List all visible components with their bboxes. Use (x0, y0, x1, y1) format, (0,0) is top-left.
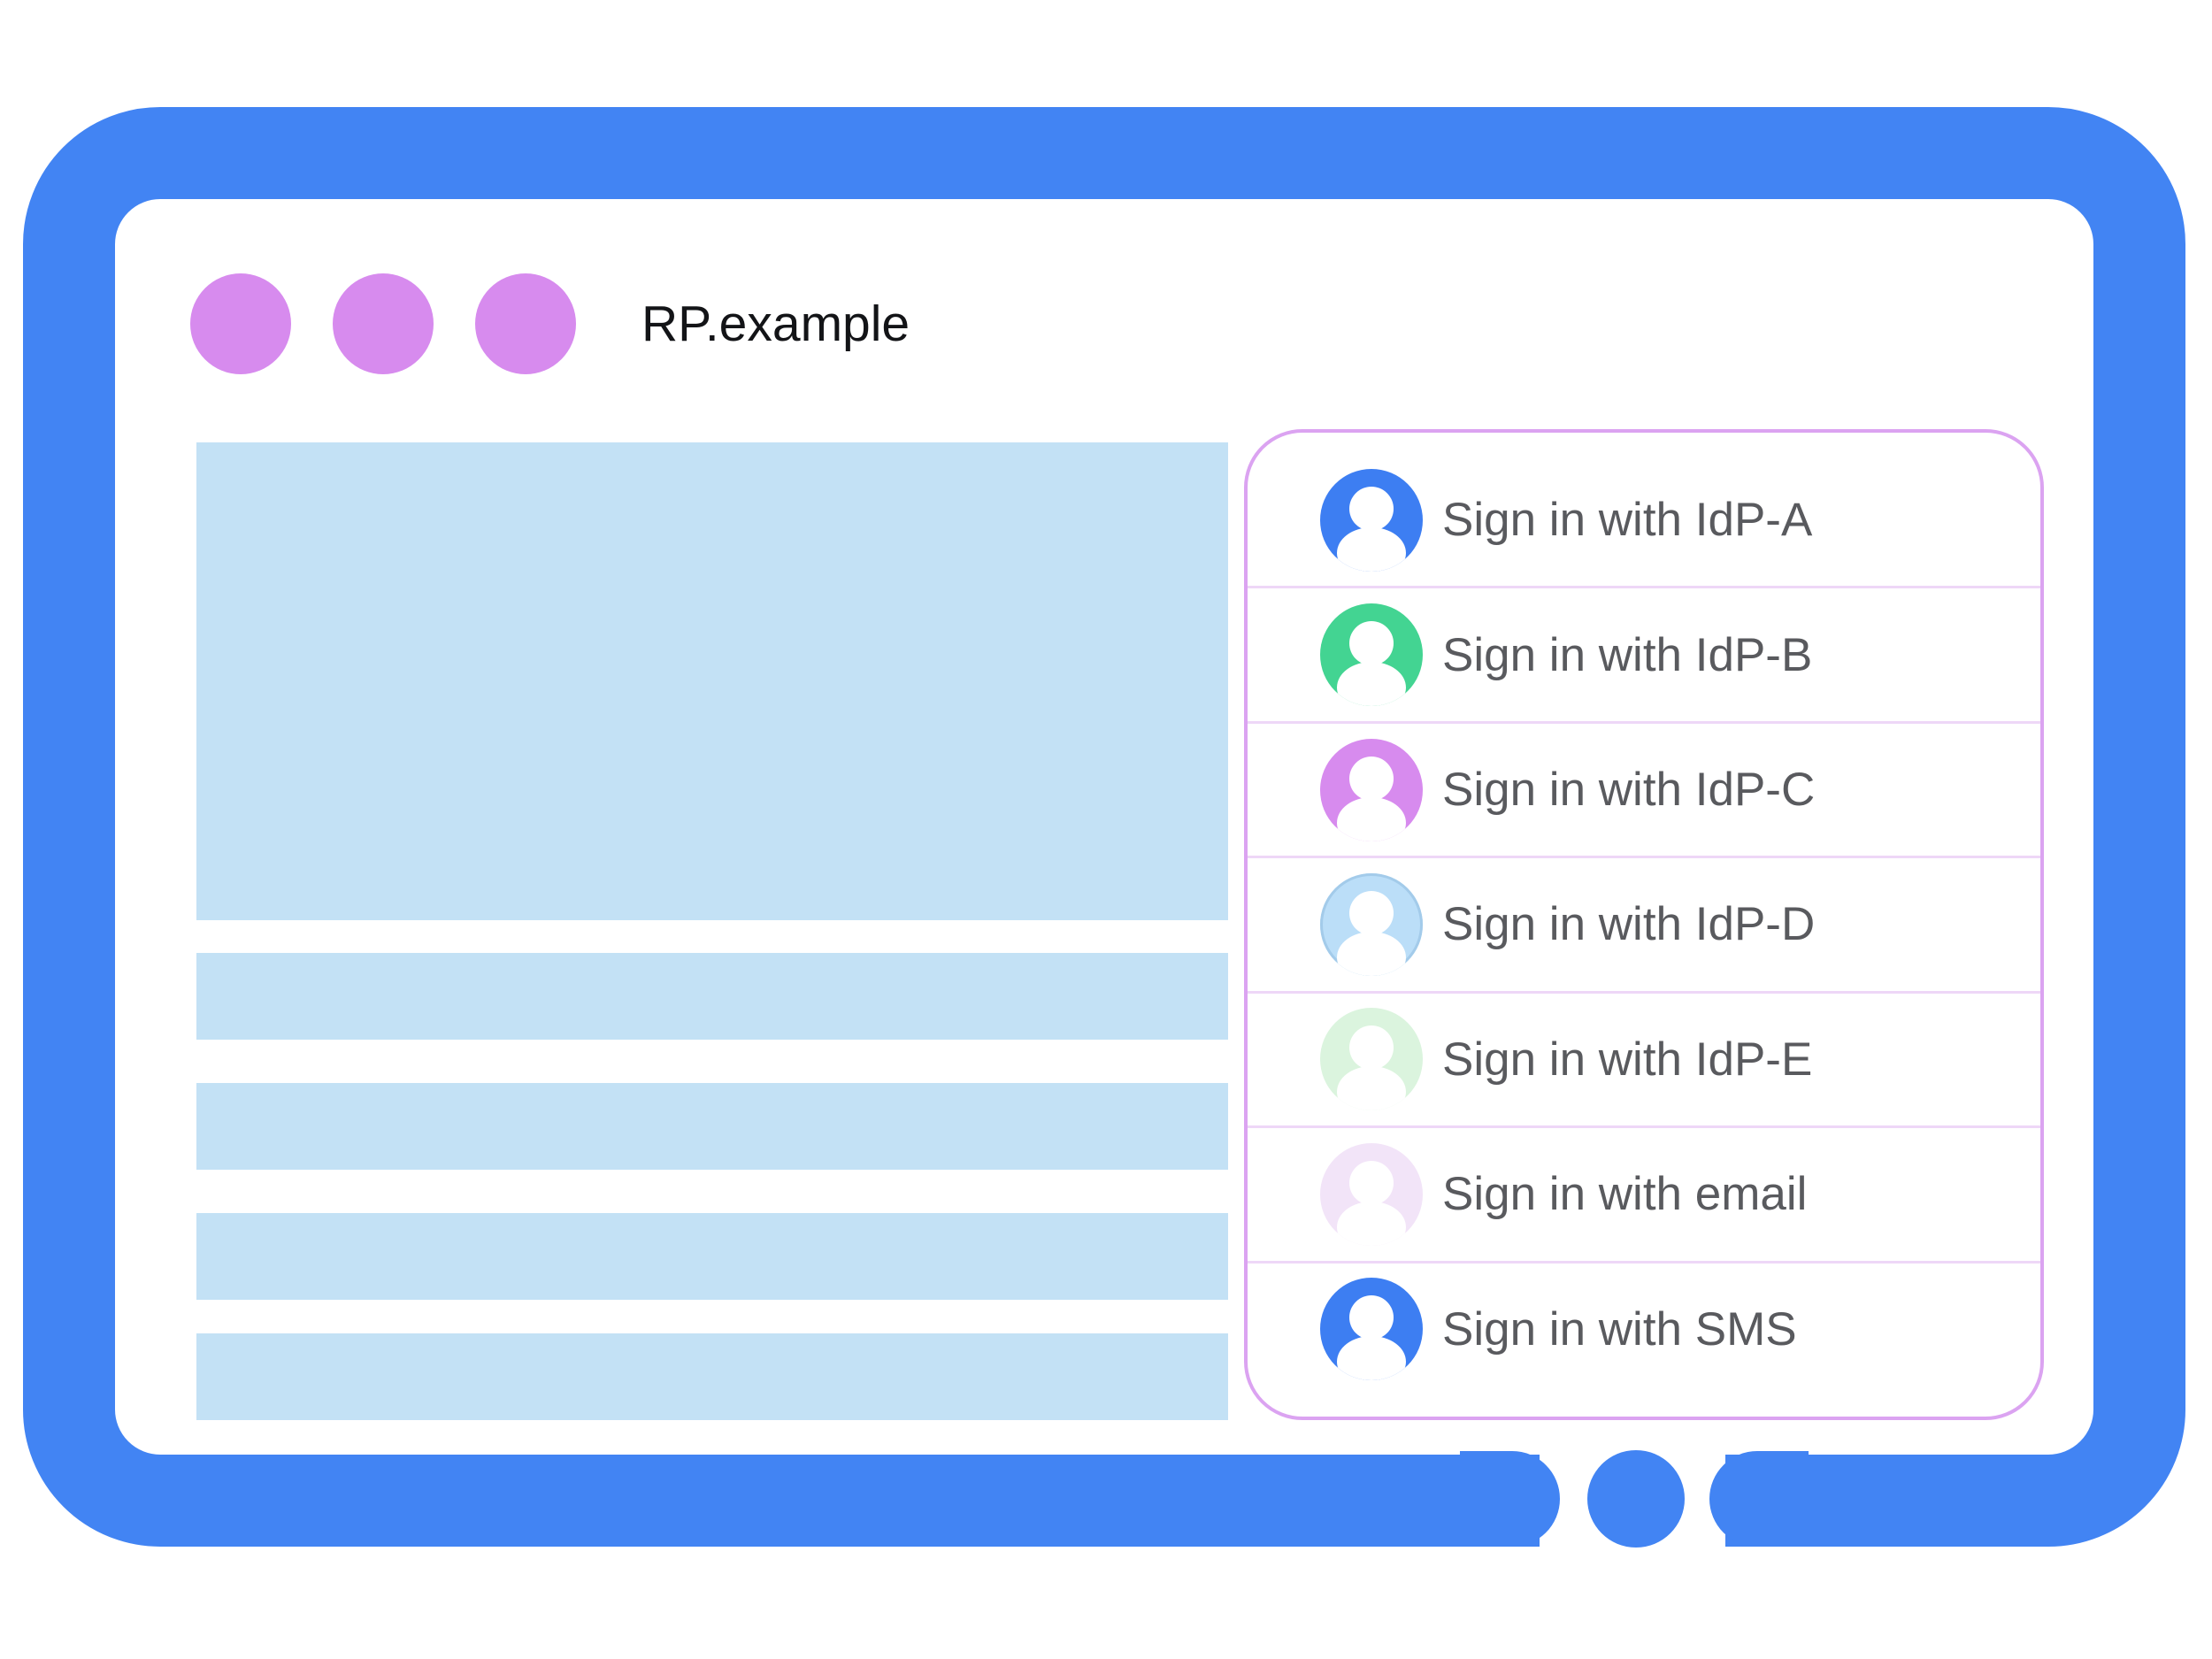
device-home-button-icon (1587, 1450, 1685, 1548)
sign-in-option[interactable]: Sign in with IdP-A (1248, 454, 2040, 586)
sign-in-option-label: Sign in with IdP-D (1442, 898, 1816, 951)
browser-frame (23, 107, 2185, 1547)
sign-in-option-label: Sign in with IdP-E (1442, 1033, 1813, 1086)
frame-bottom-bar-left (1460, 1451, 1560, 1547)
window-titlebar: RP.example (190, 273, 910, 374)
sign-in-option-label: Sign in with IdP-C (1442, 764, 1816, 817)
sign-in-option-label: Sign in with SMS (1442, 1302, 1797, 1356)
sign-in-option[interactable]: Sign in with email (1248, 1125, 2040, 1260)
person-avatar-icon (1320, 603, 1423, 707)
person-avatar-icon (1320, 1278, 1423, 1381)
person-avatar-icon (1320, 738, 1423, 841)
sign-in-option-label: Sign in with IdP-A (1442, 494, 1813, 547)
sign-in-option-label: Sign in with IdP-B (1442, 628, 1813, 681)
content-placeholder-line (196, 1333, 1228, 1420)
sign-in-option[interactable]: Sign in with IdP-E (1248, 990, 2040, 1125)
sign-in-option-label: Sign in with email (1442, 1168, 1808, 1221)
content-placeholder-hero (196, 442, 1228, 920)
person-avatar-icon (1320, 468, 1423, 572)
sign-in-option[interactable]: Sign in with IdP-D (1248, 856, 2040, 990)
sign-in-option[interactable]: Sign in with IdP-C (1248, 720, 2040, 856)
sign-in-option[interactable]: Sign in with SMS (1248, 1260, 2040, 1395)
sign-in-option[interactable]: Sign in with IdP-B (1248, 586, 2040, 720)
window-control-dot[interactable] (190, 273, 291, 374)
window-control-dot[interactable] (333, 273, 434, 374)
content-placeholder-line (196, 953, 1228, 1040)
person-avatar-icon (1320, 872, 1423, 976)
content-placeholder-line (196, 1213, 1228, 1300)
person-avatar-icon (1320, 1142, 1423, 1246)
content-placeholder-line (196, 1083, 1228, 1170)
window-control-dot[interactable] (475, 273, 576, 374)
person-avatar-icon (1320, 1008, 1423, 1111)
sign-in-panel: Sign in with IdP-A Sign in with IdP-B Si… (1244, 429, 2044, 1420)
frame-bottom-bar-right (1709, 1451, 1809, 1547)
page-title: RP.example (641, 296, 910, 352)
